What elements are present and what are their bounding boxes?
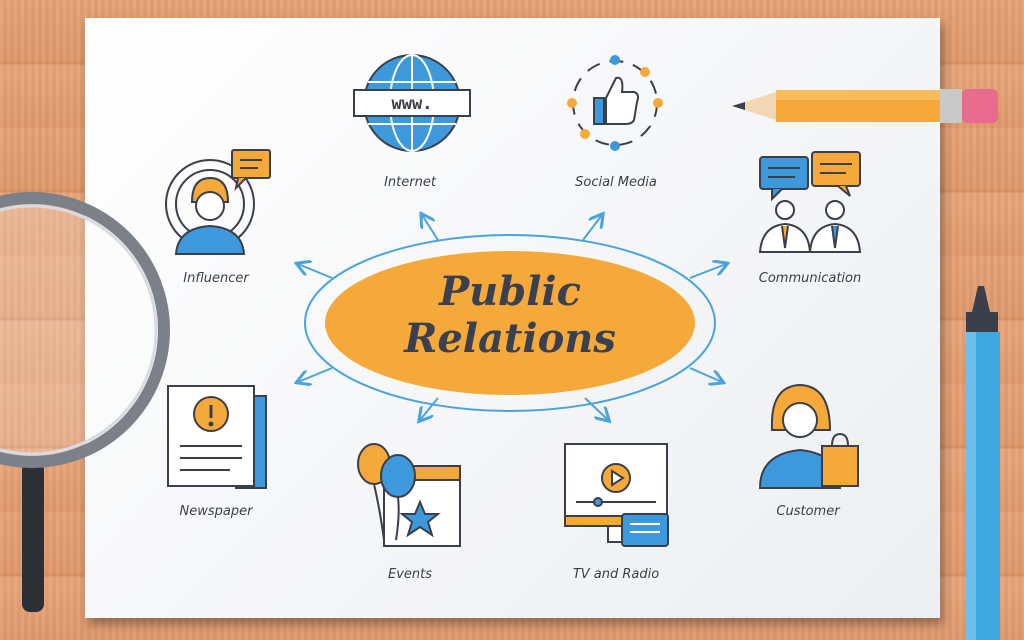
label-tv-radio: TV and Radio — [573, 567, 659, 582]
node-influencer: Influencer — [165, 149, 271, 286]
arrow-customer — [689, 367, 722, 382]
center-title-line2: Relations — [403, 315, 616, 362]
node-internet: www. Internet — [353, 54, 471, 190]
node-events: Events — [357, 443, 461, 582]
calendar-balloons-icon — [357, 443, 461, 547]
tv-radio-icon — [564, 443, 669, 547]
node-newspaper: Newspaper — [167, 385, 267, 519]
label-communication: Communication — [759, 271, 861, 286]
newspaper-icon — [167, 385, 267, 489]
arrow-social — [582, 215, 602, 241]
node-tv-radio: TV and Radio — [564, 443, 669, 582]
www-badge: www. — [392, 94, 433, 114]
label-customer: Customer — [776, 504, 841, 519]
thumbs-up-icon — [567, 55, 663, 151]
arrow-internet — [422, 215, 439, 241]
arrow-tv — [584, 397, 608, 420]
magnifying-glass-icon — [0, 192, 170, 612]
node-communication: Communication — [758, 151, 862, 286]
label-events: Events — [388, 567, 432, 582]
influencer-icon — [165, 149, 271, 255]
node-social-media: Social Media — [567, 55, 663, 190]
label-social-media: Social Media — [575, 175, 657, 190]
speech-bubbles-icon — [758, 151, 862, 253]
label-internet: Internet — [384, 175, 437, 190]
label-newspaper: Newspaper — [180, 504, 255, 519]
pen-icon — [966, 286, 1000, 640]
pencil-icon — [732, 89, 998, 123]
shopping-woman-icon — [758, 383, 859, 489]
node-customer: Customer — [758, 383, 859, 519]
arrow-events — [420, 397, 439, 420]
globe-icon — [353, 54, 471, 152]
center-title-line1: Public — [438, 268, 581, 315]
center-node: Public Relations — [304, 234, 716, 412]
connector-arrows — [298, 215, 726, 420]
arrow-newspaper — [298, 367, 333, 382]
label-influencer: Influencer — [183, 271, 250, 286]
arrow-communication — [689, 264, 726, 279]
arrow-influencer — [298, 264, 333, 279]
